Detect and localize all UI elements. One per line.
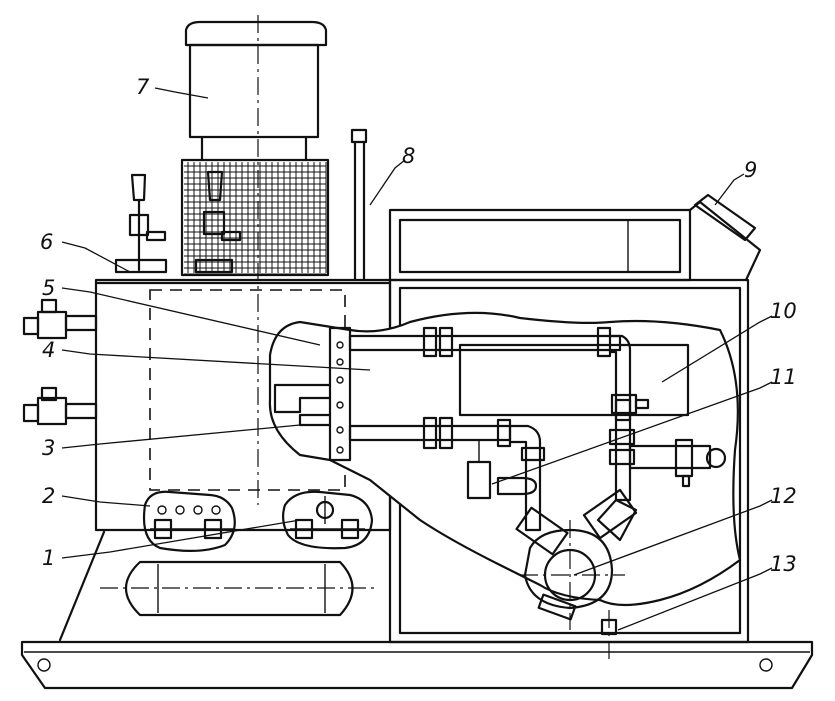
side-taps [22,298,98,426]
vent-pipe [350,128,368,282]
level-gauge [466,440,538,500]
mesh-guard [180,158,330,277]
callout-7: 7 [136,75,150,99]
callout-3: 3 [42,436,55,460]
callout-1: 1 [42,546,55,570]
cylinder-tank [100,560,375,617]
callout-12: 12 [770,484,797,508]
callout-10: 10 [770,299,797,323]
leader-lines [61,87,773,631]
drain-valve [600,610,618,660]
callout-13: 13 [770,552,797,576]
callout-6: 6 [40,230,53,254]
lower-pipe [348,416,546,532]
callout-5: 5 [42,276,55,300]
callout-2: 2 [42,484,55,508]
upper-pipe [348,326,632,422]
callout-4: 4 [42,338,55,362]
base-frame [20,530,814,690]
cutaway-region [268,311,742,607]
callout-11: 11 [770,365,797,389]
top-valves [114,170,242,274]
right-pipe-valve [608,393,727,502]
centrifugal-pump [515,488,638,630]
electric-motor [184,20,328,162]
callout-labels: 1 2 3 4 5 6 7 8 9 10 11 12 13 [40,75,797,576]
filter-box [458,343,690,417]
mounting-brackets [142,490,374,552]
callout-9: 9 [744,158,757,182]
callout-8: 8 [402,144,415,168]
internal-plates [273,326,352,462]
